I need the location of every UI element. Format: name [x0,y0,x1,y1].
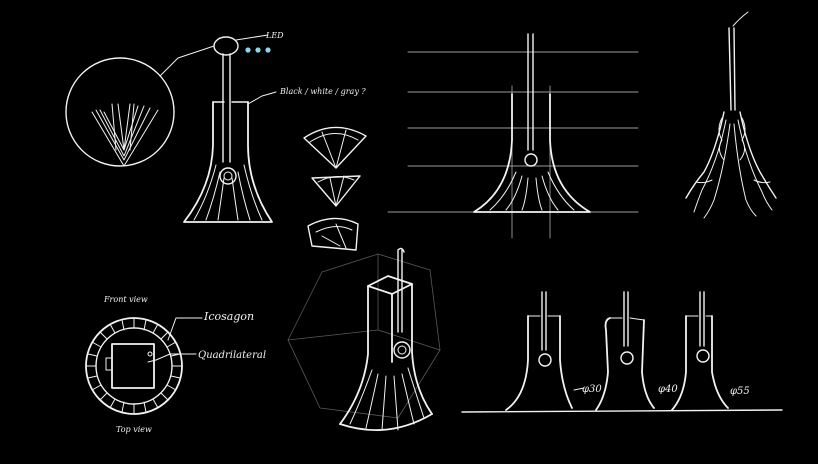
size-variant-3: φ55 [671,291,750,411]
quadrilateral-label: Quadrilateral [198,350,266,361]
perspective-ribs [349,367,425,431]
lamp-pendant [219,167,237,185]
construction-hexagon [287,253,441,419]
led-label: LED [265,31,284,40]
color-options-leader [247,91,277,105]
quadrilateral-leader [147,353,197,363]
lamp-body-ribs [193,164,263,221]
diameter-label-3: φ55 [730,386,750,397]
icosagon-label: Icosagon [203,310,254,323]
icosagon-leader [167,317,203,341]
perspective-lamp-sketch [287,247,441,431]
perspective-prism-top [367,275,413,295]
diameter-label-2: φ40 [658,384,678,395]
fan-sketch-2 [311,175,361,207]
quadrilateral-core [111,343,155,389]
perspective-prism-body [339,283,433,425]
led-dot-2 [255,47,261,53]
lamp-body-outline [183,101,273,223]
study-rod [527,33,534,151]
root-form-sketch [685,11,777,219]
proportion-study [387,33,639,239]
detail-magnifier-circle [65,57,175,167]
magnifier-leader-line [159,45,215,77]
study-body-ribs [489,171,575,211]
fan-sketches [303,126,367,251]
study-body-outline [473,93,591,213]
led-dot-1 [245,47,251,53]
top-view-label: Top view [116,425,152,434]
guide-lines [387,51,639,239]
size-variants: φ30 φ40 φ55 [461,291,783,413]
lamp-front-sketch: LED Black / white / gray ? [65,31,366,223]
perspective-pendant [393,341,411,359]
study-pendant [524,153,538,167]
size-variant-2: φ40 [595,291,678,411]
color-options-label: Black / white / gray ? [279,87,366,96]
led-leader-line [235,34,269,41]
ground-line [461,409,783,413]
top-view-diagram: Front view Icosagon Quadrilateral Top vi… [85,295,266,434]
led-bulb [213,36,239,56]
fan-sketch-3 [307,217,359,251]
inner-ring [95,327,173,405]
led-dot-3 [265,47,271,53]
detail-cone-drawing [91,103,159,167]
icosagon-ticks [85,317,183,415]
front-view-label: Front view [103,295,148,304]
diameter-label-1: φ30 [582,384,602,395]
size-variant-1: φ30 [505,291,602,411]
lamp-rod [222,53,231,163]
fan-sketch-1 [303,126,367,169]
